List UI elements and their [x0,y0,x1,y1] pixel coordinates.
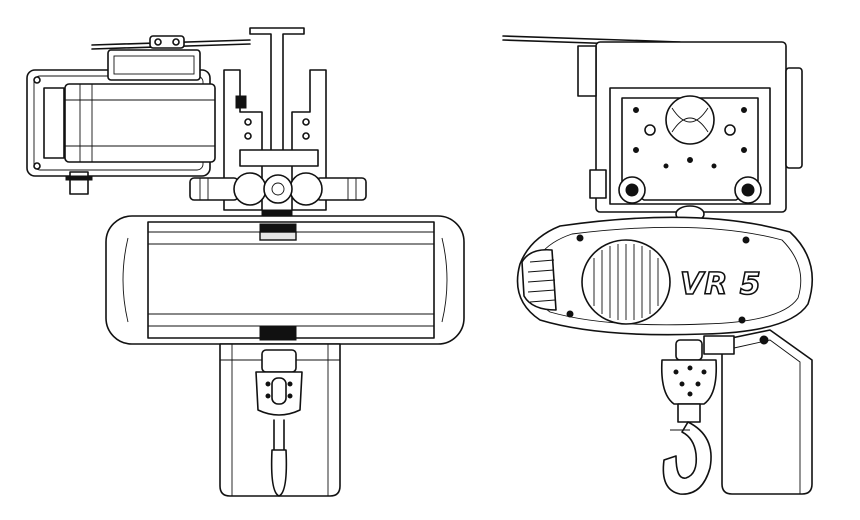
side-trolley-frame [577,41,803,213]
trolley-top-cover [91,35,251,81]
trolley-wheels [189,172,367,206]
hoist-body-side: VR 5 [516,216,814,336]
model-label: VR 5 [680,267,762,302]
front-view [26,27,465,497]
gearbox-side [703,329,813,495]
trolley-motor [26,69,216,195]
hook-front [255,349,303,497]
side-view: VR 5 [502,35,814,495]
hook-side [660,339,718,495]
hoist-body-front [105,215,465,345]
